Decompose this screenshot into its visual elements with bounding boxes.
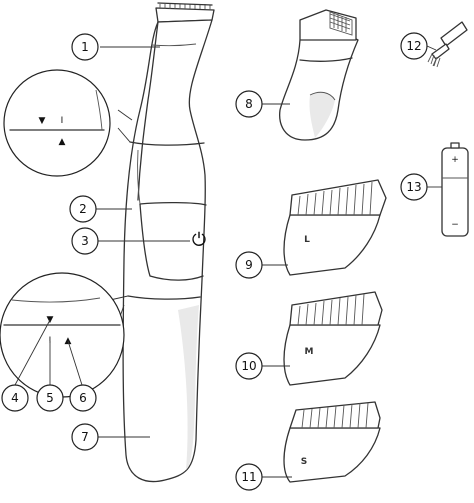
lock-symbol-right: ▲: [59, 137, 66, 147]
comb-medium: M: [283, 291, 383, 386]
callout-2: 2: [69, 195, 97, 223]
callout-9: 9: [235, 251, 263, 279]
battery-minus-mark: −: [451, 220, 459, 230]
off-symbol: I: [61, 116, 64, 126]
trimmer-cutting-head: [155, 2, 215, 23]
callout-3: 3: [71, 227, 99, 255]
svg-text:6: 6: [79, 391, 87, 405]
callout-12: 12: [400, 32, 428, 60]
comb-size-letter: S: [301, 457, 307, 467]
svg-text:4: 4: [11, 391, 19, 405]
svg-text:2: 2: [79, 202, 87, 216]
svg-text:8: 8: [245, 97, 253, 111]
trimmer-housing: [122, 19, 213, 483]
svg-text:11: 11: [241, 470, 256, 484]
power-icon: ⏻: [192, 230, 206, 251]
comb-small: S: [283, 401, 381, 483]
battery: + −: [441, 142, 469, 237]
comb-size-letter: M: [305, 347, 314, 357]
battery-plus-mark: +: [451, 155, 459, 165]
callout-10: 10: [235, 352, 263, 380]
zoom-inset-upper: ▼ I ▲: [3, 69, 133, 177]
svg-text:7: 7: [81, 430, 89, 444]
callout-5: 5: [36, 384, 64, 412]
callout-1: 1: [71, 33, 99, 61]
svg-text:12: 12: [406, 39, 421, 53]
comb-size-letter: L: [304, 235, 310, 245]
callout-7: 7: [71, 423, 99, 451]
leader-lines: [96, 45, 442, 478]
callout-11: 11: [235, 463, 263, 491]
callout-13: 13: [400, 173, 428, 201]
precision-trimmer-attachment: [279, 9, 359, 141]
svg-text:3: 3: [81, 234, 89, 248]
svg-text:9: 9: [245, 258, 253, 272]
cleaning-brush: [427, 21, 468, 68]
callout-6: 6: [69, 384, 97, 412]
zoom-inset-lower: ▼ I ▲: [0, 272, 129, 398]
callout-8: 8: [235, 90, 263, 118]
svg-text:1: 1: [81, 40, 89, 54]
svg-text:10: 10: [241, 359, 256, 373]
lower-lock-symbol-left: ▼: [47, 315, 54, 325]
trimmer-body: ⏻: [122, 2, 215, 483]
callout-4: 4: [1, 384, 29, 412]
callout-labels: 1 2 3 4 5 6 7 8: [1, 32, 428, 491]
comb-large: L: [283, 179, 387, 276]
svg-text:13: 13: [406, 180, 421, 194]
svg-text:5: 5: [46, 391, 54, 405]
lock-symbol-left: ▼: [39, 116, 46, 126]
